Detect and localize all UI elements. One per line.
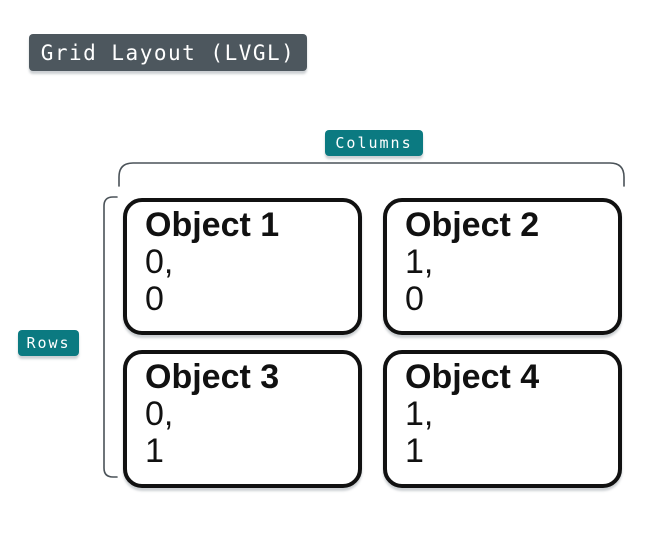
cell-title: Object 2: [405, 206, 540, 244]
cell-row-index: 0: [145, 280, 164, 318]
cell-col-index: 0,: [145, 243, 174, 281]
cell-col-index: 1,: [405, 395, 434, 433]
cell-col-index: 1,: [405, 243, 434, 281]
grid-cell-object-2: Object 2 1, 0: [383, 198, 622, 335]
grid-cell-object-1: Object 1 0, 0: [123, 198, 362, 335]
grid-cell-object-3: Object 3 0, 1: [123, 350, 362, 488]
grid-cell-object-4: Object 4 1, 1: [383, 350, 622, 488]
rows-bracket: [103, 196, 118, 478]
columns-label-badge: Columns: [325, 130, 423, 156]
diagram-title-badge: Grid Layout (LVGL): [29, 34, 307, 71]
columns-bracket: [118, 162, 625, 187]
cell-col-index: 0,: [145, 395, 174, 433]
cell-title: Object 4: [405, 358, 540, 396]
cell-row-index: 0: [405, 280, 424, 318]
cell-row-index: 1: [405, 432, 424, 470]
rows-label-badge: Rows: [18, 330, 79, 356]
cell-title: Object 1: [145, 206, 280, 244]
cell-title: Object 3: [145, 358, 280, 396]
cell-row-index: 1: [145, 432, 164, 470]
